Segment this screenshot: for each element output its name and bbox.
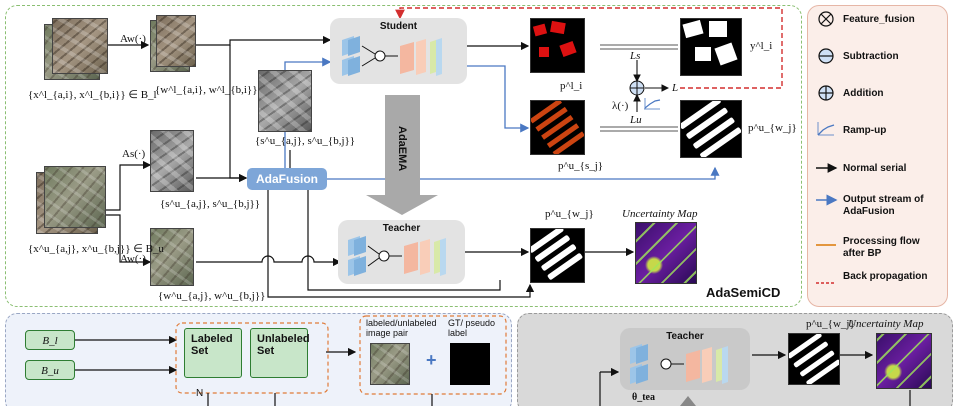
batch-unlabeled-input: B_u — [25, 360, 75, 380]
white-diagonal-rows-icon — [679, 97, 742, 159]
pair-label: labeled/unlabeled image pair — [366, 318, 437, 338]
labeled-prediction-mask — [530, 18, 585, 73]
weak-labeled-image-front — [156, 15, 196, 67]
loss-label: L — [672, 82, 679, 94]
ls-label: Ls — [630, 50, 641, 62]
p-w-bottom-label: p^u_{w_j} — [806, 318, 855, 330]
weak-labeled-label: {w^l_{a,i}, w^l_{b,i}} — [155, 84, 258, 96]
student-title: Student — [379, 21, 418, 32]
teacher-network: Teacher — [338, 220, 465, 284]
pseudo-label-mask — [679, 97, 742, 159]
uncertainty-map-label: Uncertainty Map — [622, 208, 698, 220]
legend-feature-fusion: Feature_fusion — [843, 14, 915, 25]
legend-normal-serial: Normal serial — [843, 163, 907, 174]
legend-addition: Addition — [843, 88, 884, 99]
batch-labeled-input: B_l — [25, 330, 75, 350]
weak-unlabeled-label: {w^u_{a,j}, w^u_{b,j}} — [158, 290, 266, 302]
uncertainty-map-image — [635, 222, 697, 284]
fused-image — [258, 70, 312, 132]
strong-unlabeled-label: {s^u_{a,j}, s^u_{b,j}} — [160, 198, 261, 210]
labeled-set-block: Labeled Set — [184, 328, 242, 378]
weak-unlabeled-image — [150, 228, 194, 286]
main-framework-panel — [5, 5, 802, 307]
pair-image — [370, 343, 410, 385]
white-rows-bottom-icon — [787, 332, 841, 386]
legend-processing-flow: Processing flow after BP — [843, 236, 920, 259]
unlabeled-set-block: Unlabeled Set — [250, 328, 310, 378]
legend-panel — [807, 5, 948, 307]
uncertainty-map-bottom-image — [876, 333, 932, 389]
teacher-title: Teacher — [382, 223, 421, 234]
legend-adafusion-stream: Output stream of AdaFusion — [843, 194, 924, 217]
p-w-right-label: p^u_{w_j} — [748, 122, 797, 134]
as-label: As(·) — [122, 148, 146, 160]
red-rows-icon — [529, 98, 585, 157]
uncertainty-map-bottom-label: Uncertainty Map — [848, 318, 924, 330]
student-network: Student — [330, 18, 467, 84]
legend-ramp-up: Ramp-up — [843, 125, 887, 136]
adaema-label: AdaEMA — [396, 126, 408, 172]
p-s-label: p^u_{s_j} — [558, 160, 604, 172]
aw-bottom-label: Aw(·) — [120, 253, 146, 265]
brand-title: AdaSemiCD — [706, 285, 781, 300]
teacher-bottom-layers-icon — [630, 344, 728, 384]
ground-truth-mask — [680, 18, 742, 76]
teacher-bottom-mask — [787, 332, 841, 386]
strong-prediction-mask — [529, 98, 585, 157]
red-buildings-icon — [532, 20, 577, 58]
unlabeled-input-label: {x^u_{a,j}, x^u_{b,j}} ∈ B_u — [28, 243, 164, 255]
aw-top-label: Aw(·) — [120, 33, 146, 45]
n-label: N — [196, 388, 204, 399]
weak-prediction-mask — [528, 226, 585, 283]
gt-mask — [450, 343, 490, 385]
white-rows-icon — [528, 226, 583, 280]
labeled-image-front — [52, 18, 108, 74]
legend-subtraction: Subtraction — [843, 51, 899, 62]
gt-label: GT/ pseudo label — [448, 318, 496, 338]
lambda-label: λ(·) — [612, 100, 629, 112]
white-buildings-icon — [682, 19, 738, 66]
teacher-title-bottom: Teacher — [666, 331, 704, 342]
lu-label: Lu — [630, 114, 642, 126]
y-l-label: y^l_i — [750, 40, 773, 52]
plus-sign: + — [426, 350, 437, 370]
strong-unlabeled-image — [150, 130, 194, 192]
unlabeled-image-front — [44, 166, 106, 228]
teacher-network-bottom: Teacher — [620, 328, 750, 390]
legend-back-propagation: Back propagation — [843, 271, 928, 282]
labeled-input-label: {x^l_{a,i}, x^l_{b,i}} ∈ B_l — [28, 89, 157, 101]
adafusion-block: AdaFusion — [247, 168, 327, 190]
teacher-layers-icon — [348, 236, 446, 276]
p-l-label: p^l_i — [560, 80, 583, 92]
fused-image-label: {s^u_{a,j}, s^u_{b,j}} — [255, 135, 356, 147]
p-w-label: p^u_{w_j} — [545, 208, 594, 220]
student-layers-icon — [342, 36, 442, 76]
theta-label: θ_tea — [632, 392, 655, 403]
